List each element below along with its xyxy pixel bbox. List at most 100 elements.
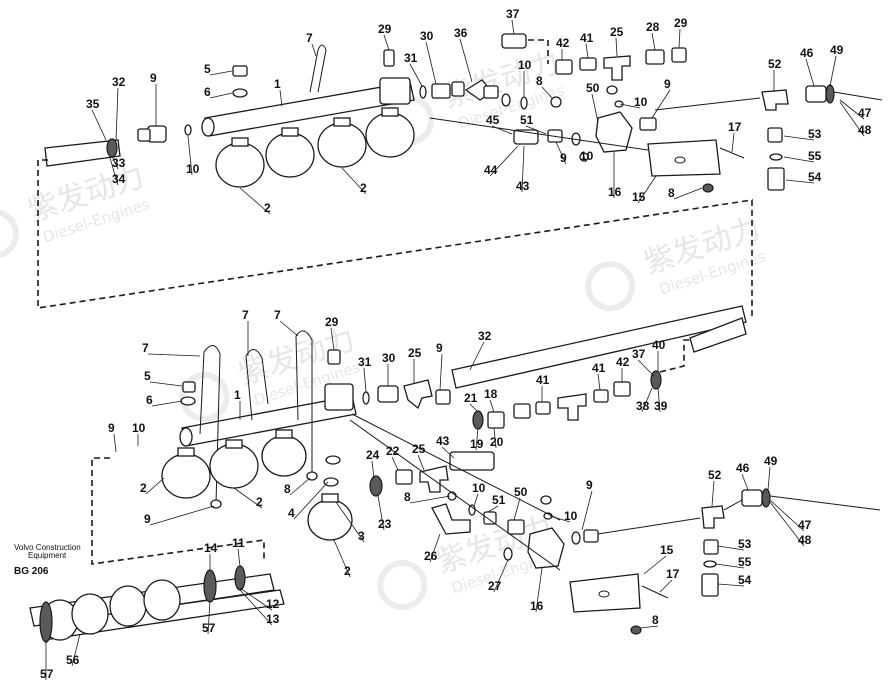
coupling-43: [449, 451, 495, 471]
hose-assembly: [29, 565, 285, 643]
callout-leader: [769, 501, 805, 547]
callout-leader: [769, 499, 805, 532]
callout-leader: [717, 583, 745, 587]
callout-leader: [409, 495, 451, 504]
callout-leader: [489, 145, 519, 177]
callout-u1a: 1: [274, 77, 281, 91]
callout-leader: [409, 63, 423, 87]
callout-u53a: 53: [808, 127, 822, 141]
callout-leader: [541, 86, 553, 99]
callout-leader: [639, 625, 659, 629]
callout-leader: [715, 563, 745, 569]
callout-leader: [597, 373, 601, 391]
callout-leader: [591, 93, 599, 123]
callout-leader: [207, 599, 211, 635]
bleed-valve-29: [327, 349, 341, 365]
callout-u42a: 42: [556, 36, 570, 50]
callout-l9c: 9: [586, 478, 593, 492]
callout-l55: 55: [738, 555, 752, 569]
callout-l39: 39: [654, 399, 668, 413]
callout-l10c: 10: [564, 509, 578, 523]
callout-leader: [711, 480, 715, 507]
elbow-26: [431, 503, 471, 535]
clamp-11: [234, 565, 246, 591]
callout-l56: 56: [66, 653, 80, 667]
callout-leader: [469, 341, 485, 371]
callout-u16a: 16: [608, 185, 622, 199]
callout-u9c: 9: [560, 151, 567, 165]
callout-leader: [293, 481, 329, 520]
callout-l9b: 9: [108, 421, 115, 435]
callout-leader: [145, 477, 165, 495]
tee-52: [701, 505, 725, 529]
callout-leader: [330, 327, 335, 351]
callout-l20: 20: [490, 435, 504, 449]
distribution-block-16: [595, 111, 633, 153]
callout-l8a: 8: [284, 482, 291, 496]
callout-l2a: 2: [140, 481, 147, 495]
callout-l15: 15: [660, 543, 674, 557]
distribution-block-16: [527, 527, 565, 569]
callout-u8b: 8: [668, 186, 675, 200]
plug-5: [232, 65, 248, 77]
caption-line1: Volvo Construction: [14, 543, 81, 552]
callout-leader: [643, 555, 667, 575]
callout-leader: [673, 187, 703, 200]
lower-assembly: [29, 305, 881, 643]
nipple-9: [147, 125, 167, 143]
callout-l17: 17: [666, 567, 680, 581]
callout-u29a: 29: [378, 22, 392, 36]
callout-leader: [363, 367, 367, 393]
callout-l32: 32: [478, 329, 492, 343]
callout-l2b: 2: [256, 495, 263, 509]
callout-l9d: 9: [144, 512, 151, 526]
callout-u37a: 37: [506, 7, 520, 21]
callout-leader: [491, 125, 513, 135]
callout-l10b: 10: [472, 481, 486, 495]
callout-l6: 6: [146, 393, 153, 407]
callout-leader: [829, 55, 837, 87]
callout-u7a: 7: [306, 31, 313, 45]
callout-u49a: 49: [830, 43, 844, 57]
callout-leader: [717, 545, 745, 551]
callout-leader: [741, 473, 749, 491]
callout-l2c: 2: [344, 564, 351, 578]
bolt-17: [719, 147, 745, 159]
callout-leader: [233, 487, 263, 509]
callout-l29: 29: [325, 315, 339, 329]
callout-l27: 27: [488, 579, 502, 593]
callout-leader: [391, 456, 399, 471]
callout-leader: [657, 387, 661, 413]
bracket-15: [569, 573, 641, 613]
callout-u10b: 10: [634, 95, 648, 109]
callout-l11: 11: [232, 536, 245, 550]
callout-leader: [475, 427, 479, 451]
clamp-14: [203, 569, 217, 603]
washer-6: [232, 88, 248, 98]
callout-leader: [335, 501, 365, 543]
tee-52: [761, 89, 789, 111]
callout-l7c: 7: [274, 308, 281, 322]
callout-u54a: 54: [808, 170, 822, 184]
accumulator-spheres-lower: [161, 429, 353, 541]
callout-u46a: 46: [800, 46, 814, 60]
callout-leader: [493, 559, 509, 593]
u-bolt-7: [199, 345, 221, 505]
callout-u33: 33: [112, 156, 126, 170]
nipple-37: [501, 33, 527, 49]
upper-assembly: [44, 33, 883, 193]
callout-leader: [555, 141, 567, 165]
tee-25: [419, 465, 449, 493]
callout-leader: [239, 589, 273, 626]
callout-l52: 52: [708, 468, 722, 482]
callout-leader: [549, 515, 571, 523]
callout-u5a: 5: [204, 62, 211, 76]
callout-l24: 24: [366, 448, 380, 462]
caption-line2: Equipment: [28, 551, 67, 560]
callout-l48: 48: [798, 533, 812, 547]
callout-u15a: 15: [632, 190, 646, 204]
callout-leader: [731, 132, 735, 153]
callout-l19: 19: [470, 437, 484, 451]
callout-leader: [151, 400, 183, 407]
callout-u32a: 32: [112, 75, 126, 89]
